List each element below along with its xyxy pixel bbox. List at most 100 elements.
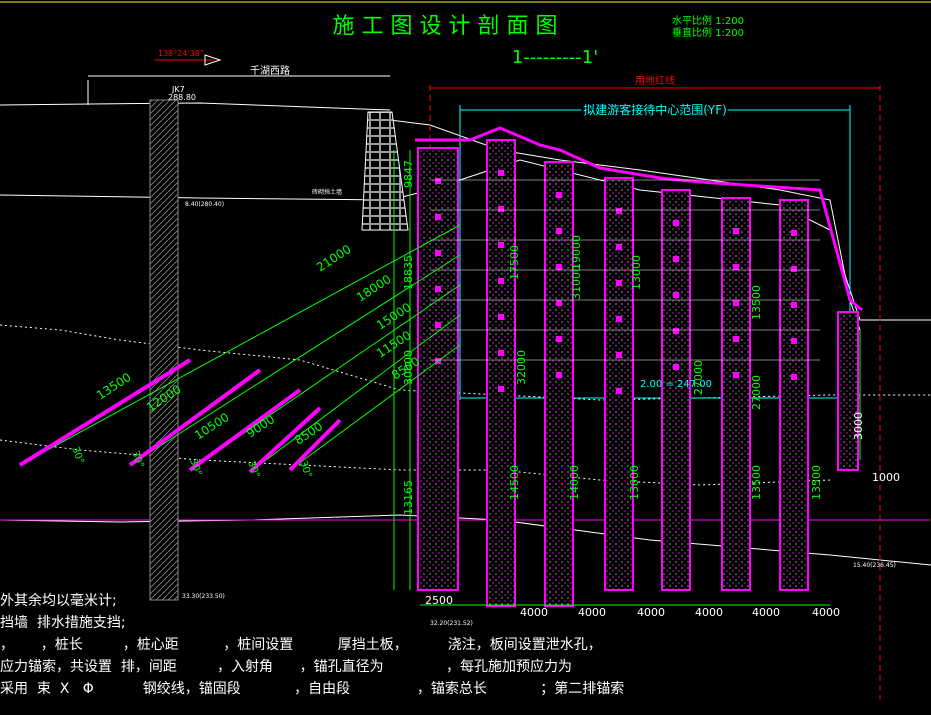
pile [486,139,516,607]
anchor-head [616,208,622,214]
anchor-bond-segment [128,368,262,467]
anchor-head [498,170,504,176]
vertical-dim-label: 13165 [402,480,415,515]
vertical-dim-label: 18835 [402,255,415,290]
jk-elev: 288.80 [168,93,196,102]
anchor-head [733,300,739,306]
retaining-wall [361,111,409,231]
anchor-bond-segment [248,406,322,474]
anchor-head [498,278,504,284]
anchor-head [791,230,797,236]
anchor-head [556,300,562,306]
soil-grid [430,179,820,361]
angle-arrow-icon [204,54,222,66]
pile [661,189,691,591]
anchor-head [556,228,562,234]
anchor-free-line [129,254,461,466]
anchor-head [498,386,504,392]
title: 施 工 图 设 计 剖 面 图 [333,14,558,39]
pile-spacing-label: 4000 [637,606,665,619]
right-dim-1: 1000 [872,471,900,484]
anchor-head [435,178,441,184]
anchor-angle-label: 30° [129,449,145,469]
anchor-head [791,302,797,308]
pile-spacing-label: 4000 [812,606,840,619]
ground-line [0,102,391,111]
note-line: 外其余均以毫米计; [0,593,117,609]
capping-line [415,126,863,312]
note-line: 挡墙 排水措施支挡; [0,615,126,631]
road-label: 千湖西路 [250,64,290,77]
wall-label: 砖砌挡土墙 [312,188,342,196]
anchor-head [791,266,797,272]
pile [837,311,859,471]
pile [779,199,809,591]
note-line: ， ，桩长 ，桩心距 ，桩间设置 厚挡土板， 浇注，板间设置泄水孔， [0,637,602,653]
vertical-dim-label: 30000 [402,350,415,385]
vertical-dim-label: 27000 [692,360,705,395]
pile [721,197,751,591]
anchor-length-label: 21000 [314,242,354,275]
vertical-dim-label: 14500 [508,465,521,500]
anchor-head [673,220,679,226]
anchor-length-label: 18000 [354,272,394,305]
anchor-head [733,264,739,270]
anchor-head [616,352,622,358]
note-line: 应力锚索，共设置 排，间距 ，入射角 ，锚孔直径为 ，每孔施加预应力为 [0,659,572,675]
vertical-dim-label: 31000 [570,265,583,300]
anchor-head [556,372,562,378]
anchor-length-label: 8500 [292,419,325,447]
anchor-head [733,228,739,234]
vertical-dim-label: 13500 [750,285,763,320]
surface-line [389,119,861,331]
anchor-free-line [19,224,461,466]
anchor-head [435,250,441,256]
anchor-head [616,388,622,394]
stratum-line-2 [0,439,831,486]
level-label: 2.00 = 247.00 [640,379,712,390]
anchor-head [435,214,441,220]
range-label: 拟建游客接待中心范围(YF) [583,102,727,117]
anchor-head [556,192,562,198]
vertical-dim-label: 13500 [750,465,763,500]
anchor-head [435,286,441,292]
anchor-head [673,256,679,262]
pile-spacing-label: 2500 [425,594,453,607]
anchor-head [435,322,441,328]
notes-block: 外其余均以毫米计; 挡墙 排水措施支挡; ， ，桩长 ，桩心距 ，桩间设置 厚挡… [0,590,625,700]
dim-lines [393,150,861,606]
pile [544,161,574,607]
note-line: 采用 束 X Φ 钢绞线，锚固段 ，自由段 ，锚索总长 ；第二排锚索 [0,681,625,697]
anchor-angle-label: 30° [69,445,85,465]
anchor-free-line [249,314,461,473]
anchor-head [498,314,504,320]
pile-group [417,139,859,607]
anchor-head [791,374,797,380]
borehole-column [149,99,179,601]
vertical-dim-label: 27000 [750,375,763,410]
pile-spacing-label: 4000 [752,606,780,619]
vertical-dim-label: 32000 [515,350,528,385]
redline-label: 用地红线 [635,74,675,87]
right-dim-2: 3000 [852,412,865,440]
elev-2: 33.30(233.50) [182,593,225,600]
anchor-bond-segment [188,388,302,472]
vertical-dim-label: 19000 [570,235,583,270]
vertical-dim-label: 14000 [568,465,581,500]
vertical-dim-label: 9847 [402,160,415,188]
anchor-bond-segment [288,418,342,472]
anchor-head [556,264,562,270]
anchor-head [498,206,504,212]
anchor-head [733,372,739,378]
anchor-angle-label: 30° [297,459,313,479]
anchor-head [616,280,622,286]
section-label: 1---------1' [512,47,598,68]
elev-4: 15.40(236.45) [853,562,896,569]
vertical-dim-label: 13000 [628,465,641,500]
anchor-head [616,244,622,250]
jk-label: JK7 [171,85,185,94]
anchor-head [673,328,679,334]
pile-spacing-label: 4000 [520,606,548,619]
